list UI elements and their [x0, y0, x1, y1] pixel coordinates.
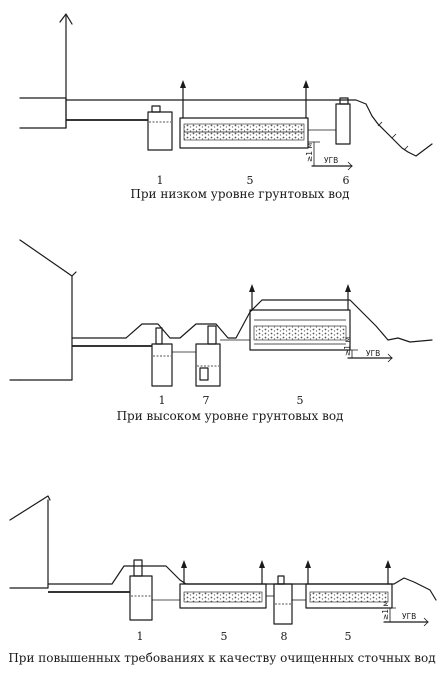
vent-1b [303, 80, 309, 119]
groundwater-level-2 [346, 349, 393, 363]
vent-3d [385, 560, 391, 585]
ground-line-1 [65, 99, 367, 105]
caption-1: При низком уровне грунтовых вод [130, 187, 349, 201]
panel-high-groundwater: УГВ ≥1 м 1 7 5 При высоком уровне грунто… [9, 239, 433, 423]
label-3-filter-b: 5 [345, 630, 352, 643]
ground-line-2 [71, 299, 433, 343]
vent-3a [181, 560, 187, 585]
septic-tank-3 [129, 559, 180, 621]
gwl-label-3: УГВ [402, 612, 416, 621]
vent-2a [249, 284, 255, 311]
label-1-filter: 5 [247, 174, 254, 187]
label-3-chamber: 8 [281, 630, 288, 643]
caption-3: При повышенных требованиях к качеству оч… [8, 651, 435, 665]
label-1-well: 6 [343, 174, 350, 187]
panel-low-groundwater: УГВ ≥1 м 1 5 6 При низком уровне грунтов… [19, 13, 433, 201]
groundwater-level-1 [308, 141, 353, 171]
house-1 [19, 13, 73, 129]
vent-3b [259, 560, 265, 585]
label-3-septic: 1 [137, 630, 144, 643]
depth-label-3: ≥1 м [381, 601, 390, 620]
ravine-1 [365, 103, 433, 157]
label-2-filter: 5 [297, 394, 304, 407]
filter-bed-3b [305, 583, 393, 609]
vent-3c [305, 560, 311, 585]
chamber-8 [266, 575, 306, 625]
filter-bed-2 [249, 309, 351, 351]
vent-1a [180, 80, 186, 119]
depth-label-1: ≥1 м [305, 143, 314, 162]
depth-label-2: ≥1 м [343, 337, 352, 356]
filter-bed-1 [179, 117, 309, 149]
groundwater-level-3 [383, 607, 429, 627]
well-6 [308, 97, 351, 145]
house-2 [9, 239, 77, 381]
vent-2b [345, 284, 351, 311]
label-2-septic: 1 [159, 394, 166, 407]
septic-tank-2 [151, 327, 173, 387]
septic-tank-1 [147, 105, 173, 151]
gwl-label-1: УГВ [324, 156, 338, 165]
house-3 [9, 495, 51, 589]
panel-high-requirements: УГВ ≥1 м 1 5 8 5 При повышенных требован… [8, 495, 437, 665]
pump-chamber-7 [172, 325, 221, 387]
filter-bed-3a [179, 583, 267, 609]
label-2-pump: 7 [203, 394, 210, 407]
label-3-filter-a: 5 [221, 630, 228, 643]
gwl-label-2: УГВ [366, 349, 380, 358]
label-1-septic: 1 [157, 174, 164, 187]
caption-2: При высоком уровне грунтовых вод [117, 409, 344, 423]
